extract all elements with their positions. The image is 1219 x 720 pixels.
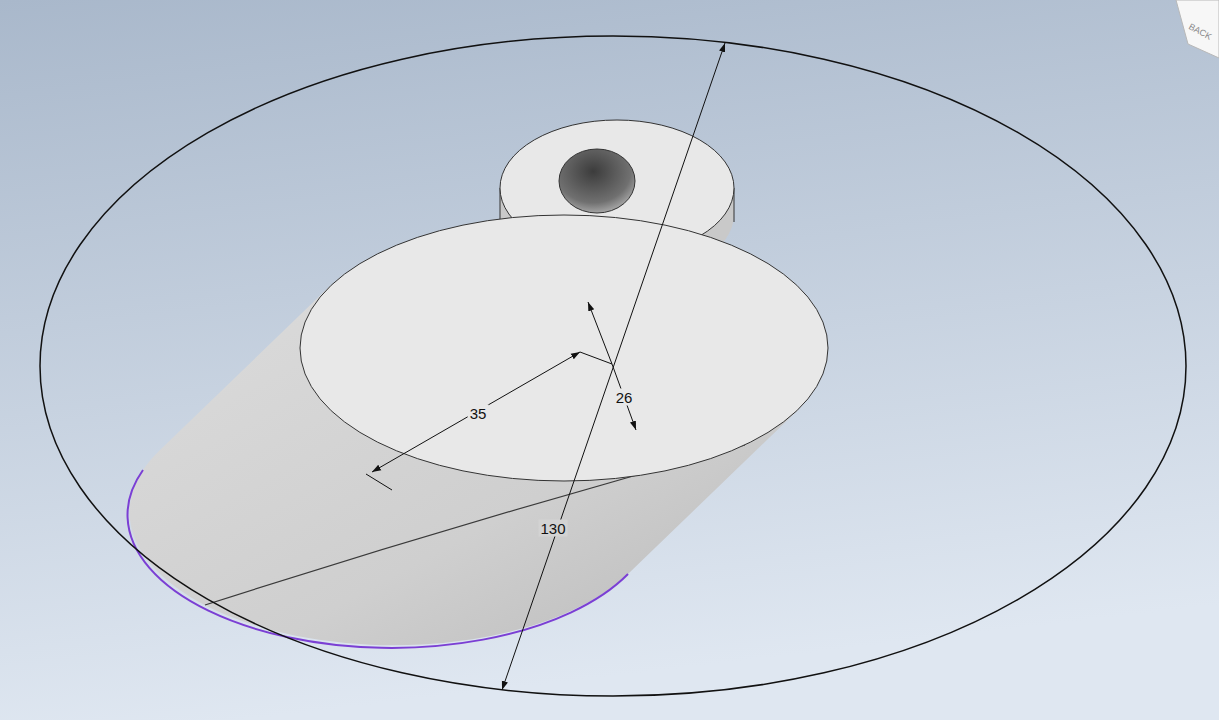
dimension-value: 35 xyxy=(468,405,489,422)
dimension-arrow xyxy=(612,364,636,430)
selected-edge xyxy=(128,470,628,648)
dimension-arrow xyxy=(588,302,612,364)
extension-line xyxy=(366,474,392,490)
dimension-value: 130 xyxy=(538,520,567,537)
dimension-line xyxy=(580,352,612,364)
view-cube xyxy=(1176,0,1219,58)
dimension-value: 26 xyxy=(614,389,635,406)
top-face xyxy=(300,215,828,481)
sketch-circle xyxy=(40,36,1186,696)
view-cube-label: BACK xyxy=(1185,20,1215,43)
dimension-line xyxy=(372,352,580,472)
dimension-line xyxy=(502,43,725,690)
through-hole xyxy=(559,149,635,213)
